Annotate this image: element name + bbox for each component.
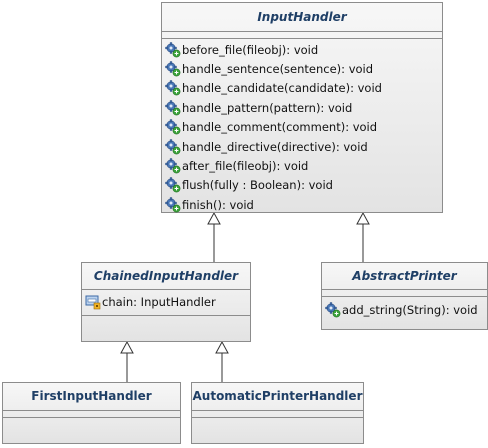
method-row[interactable]: handle_candidate(candidate): void (162, 79, 442, 98)
method-gear-icon (165, 197, 181, 213)
attributes-section (192, 411, 363, 418)
method-row[interactable]: finish(): void (162, 195, 442, 214)
methods-section (82, 316, 250, 341)
method-row[interactable]: after_file(fileobj): void (162, 156, 442, 175)
method-label: finish(): void (182, 197, 254, 212)
field-label: chain: InputHandler (102, 295, 216, 309)
attributes-section (322, 290, 487, 297)
method-label: handle_pattern(pattern): void (182, 100, 353, 115)
method-row[interactable]: add_string(String): void (322, 300, 487, 319)
attributes-section (3, 411, 180, 418)
method-row[interactable]: flush(fully : Boolean): void (162, 176, 442, 195)
method-row[interactable]: before_file(fileobj): void (162, 40, 442, 59)
method-row[interactable]: handle_comment(comment): void (162, 118, 442, 137)
method-gear-icon (165, 100, 181, 116)
method-label: before_file(fileobj): void (182, 42, 319, 57)
generalization-arrow-chained-to-inputhandler (207, 211, 221, 262)
method-gear-icon (165, 42, 181, 58)
method-gear-icon (165, 139, 181, 155)
generalization-arrow-abstractprinter-to-inputhandler (356, 211, 370, 262)
class-box-abstract-printer[interactable]: AbstractPrinter add_string(String): void (321, 262, 488, 330)
class-name-first-input-handler: FirstInputHandler (3, 383, 180, 411)
field-icon (85, 294, 101, 310)
method-row[interactable]: handle_pattern(pattern): void (162, 98, 442, 117)
method-label: add_string(String): void (342, 302, 478, 317)
generalization-arrow-automatic-to-chained (215, 340, 229, 382)
method-row[interactable]: handle_directive(directive): void (162, 137, 442, 156)
class-box-input-handler[interactable]: InputHandler before_file(fileobj): void … (161, 2, 443, 213)
method-gear-icon (165, 80, 181, 96)
class-box-automatic-printer-handler[interactable]: AutomaticPrinterHandler (191, 382, 364, 444)
class-name-chained-input-handler: ChainedInputHandler (82, 263, 250, 290)
methods-section (192, 418, 363, 443)
methods-section: add_string(String): void (322, 297, 487, 319)
method-gear-icon (165, 119, 181, 135)
method-gear-icon (165, 177, 181, 193)
field-row[interactable]: chain: InputHandler (82, 292, 250, 312)
methods-section: before_file(fileobj): void handle_senten… (162, 39, 442, 215)
class-box-first-input-handler[interactable]: FirstInputHandler (2, 382, 181, 444)
methods-section (3, 418, 180, 443)
method-row[interactable]: handle_sentence(sentence): void (162, 59, 442, 78)
method-label: handle_candidate(candidate): void (182, 81, 382, 96)
class-name-input-handler: InputHandler (162, 3, 442, 32)
method-label: flush(fully : Boolean): void (182, 178, 333, 193)
method-gear-icon (325, 302, 341, 318)
attributes-section: chain: InputHandler (82, 290, 250, 316)
method-label: handle_directive(directive): void (182, 139, 368, 154)
class-box-chained-input-handler[interactable]: ChainedInputHandler chain: InputHandler (81, 262, 251, 342)
generalization-arrow-first-to-chained (120, 340, 134, 382)
class-name-abstract-printer: AbstractPrinter (322, 263, 487, 290)
class-name-automatic-printer-handler: AutomaticPrinterHandler (192, 383, 363, 411)
method-label: handle_comment(comment): void (182, 120, 378, 135)
attributes-section (162, 32, 442, 39)
method-label: handle_sentence(sentence): void (182, 62, 374, 77)
method-gear-icon (165, 158, 181, 174)
method-label: after_file(fileobj): void (182, 159, 309, 174)
method-gear-icon (165, 61, 181, 77)
